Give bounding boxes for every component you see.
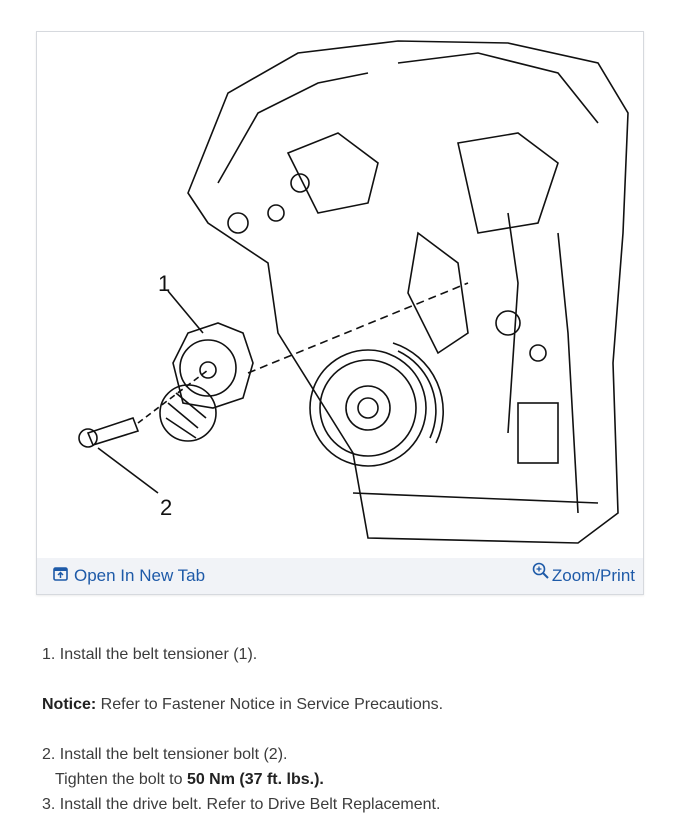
step-2: 2. Install the belt tensioner bolt (2). <box>42 746 288 763</box>
open-new-tab-icon <box>53 566 68 586</box>
callout-2: 2 <box>160 495 172 520</box>
zoom-print-label: Zoom/Print <box>551 566 635 585</box>
engine-drawing-icon: 1 2 <box>78 40 629 544</box>
step-3: 3. Install the drive belt. Refer to Driv… <box>42 796 441 813</box>
figure-action-bar: Open In New Tab Zoom/Print <box>37 558 643 594</box>
notice: Notice: Refer to Fastener Notice in Serv… <box>42 695 443 715</box>
step-1: 1. Install the belt tensioner (1). <box>42 646 258 663</box>
torque-prefix: Tighten the bolt to <box>55 771 187 788</box>
engine-illustration: 1 2 <box>38 33 642 557</box>
zoom-print-link[interactable]: Zoom/Print <box>532 562 635 586</box>
step-2-torque: Tighten the bolt to 50 Nm (37 ft. lbs.). <box>55 770 324 790</box>
zoom-in-icon <box>532 562 550 585</box>
figure-panel: 1 2 Open In New Tab Zoom/Print <box>36 31 644 595</box>
callout-1: 1 <box>158 271 170 296</box>
open-in-new-tab-label: Open In New Tab <box>74 566 206 585</box>
notice-text: Refer to Fastener Notice in Service Prec… <box>96 696 444 713</box>
torque-value: 50 Nm (37 ft. lbs.). <box>186 771 324 788</box>
open-in-new-tab-link[interactable]: Open In New Tab <box>53 566 205 586</box>
notice-label: Notice: <box>42 696 97 713</box>
